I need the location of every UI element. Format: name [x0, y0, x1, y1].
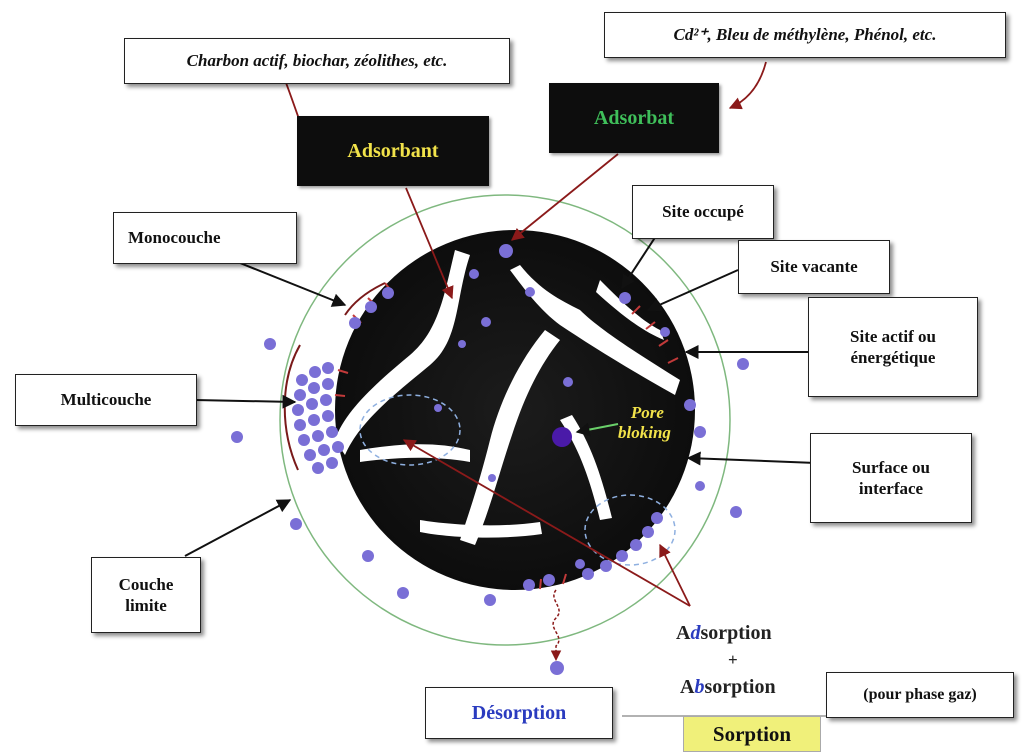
multicouche-label: Multicouche [61, 389, 152, 410]
pore-blocking-line1: Pore [618, 403, 671, 423]
pore-blocking-molecule [552, 427, 572, 447]
pore-blocking-label: Pore bloking [618, 403, 671, 444]
surface-line2: interface [859, 478, 923, 499]
couche-limite-line2: limite [125, 595, 167, 616]
surface-line1: Surface ou [852, 457, 930, 478]
desorption-path [553, 590, 559, 660]
adsorption-label: Adsorption [676, 622, 772, 645]
couche-limite-box: Couche limite [91, 557, 201, 633]
gas-phase-note: (pour phase gaz) [863, 685, 977, 705]
multicouche-box: Multicouche [15, 374, 197, 426]
site-actif-line1: Site actif ou [850, 326, 936, 347]
gas-phase-note-box: (pour phase gaz) [826, 672, 1014, 718]
adsorbant-label: Adsorbant [347, 140, 438, 163]
desorption-box: Désorption [425, 687, 613, 739]
site-vacante-box: Site vacante [738, 240, 890, 294]
absorption-highlight-letter: b [694, 676, 704, 698]
adsorbent-examples-box: Charbon actif, biochar, zéolithes, etc. [124, 38, 510, 84]
surface-box: Surface ou interface [810, 433, 972, 523]
adsorbate-examples-box: Cd²⁺, Bleu de méthylène, Phénol, etc. [604, 12, 1006, 58]
desorption-label: Désorption [472, 701, 566, 726]
plus-sign: + [728, 650, 738, 670]
site-occupe-label: Site occupé [662, 201, 744, 222]
site-actif-line2: énergétique [851, 347, 936, 368]
site-vacante-label: Site vacante [770, 256, 857, 277]
adsorbate-examples-text: Cd²⁺, Bleu de méthylène, Phénol, etc. [674, 24, 937, 45]
site-occupe-box: Site occupé [632, 185, 774, 239]
adsorbat-label: Adsorbat [594, 107, 674, 130]
adsorption-highlight-letter: d [690, 622, 700, 644]
couche-limite-line1: Couche [119, 574, 174, 595]
adsorbent-examples-text: Charbon actif, biochar, zéolithes, etc. [187, 50, 448, 71]
site-actif-box: Site actif ou énergétique [808, 297, 978, 397]
pore-blocking-line2: bloking [618, 423, 671, 443]
monocouche-box: Monocouche [113, 212, 297, 264]
adsorbat-label-box: Adsorbat [549, 83, 719, 153]
adsorbant-label-box: Adsorbant [297, 116, 489, 186]
sorption-label: Sorption [713, 721, 791, 747]
absorption-label: Absorption [680, 676, 776, 699]
sorption-box: Sorption [683, 716, 821, 752]
monocouche-label: Monocouche [128, 227, 221, 248]
